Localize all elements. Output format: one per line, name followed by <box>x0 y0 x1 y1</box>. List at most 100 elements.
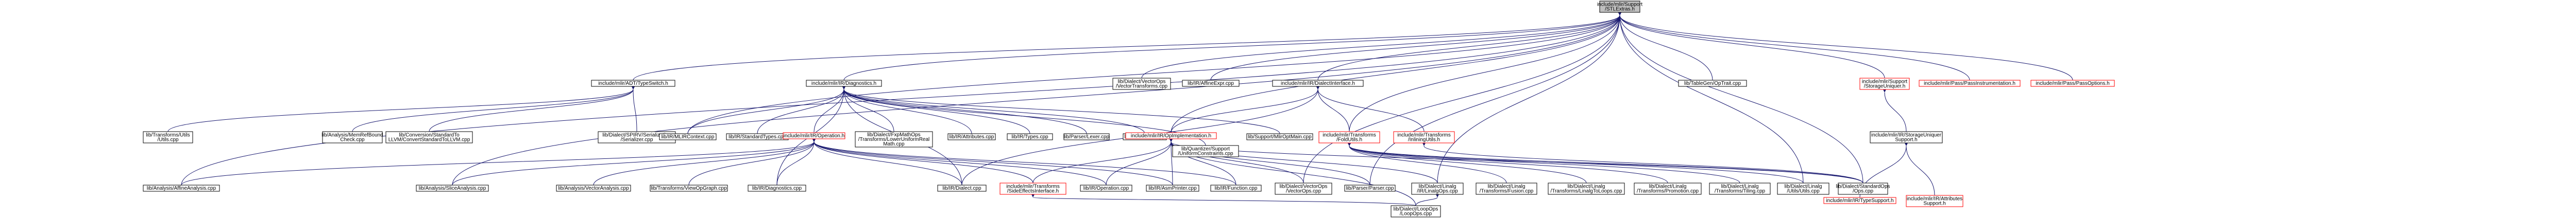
graph-node[interactable]: include/mlir/IR/OpImplementation.h <box>1125 132 1217 139</box>
dependency-edge <box>452 137 817 186</box>
node-label: /UniformConstraints.cpp <box>1178 151 1233 157</box>
graph-node[interactable]: lib/Dialect/LoopOps/LoopOps.cpp <box>1391 205 1441 217</box>
graph-node[interactable]: lib/Dialect/VectorOps/VectorOps.cpp <box>1275 183 1332 195</box>
graph-node[interactable]: lib/Dialect/FxpMathOps/Transforms/LowerU… <box>855 131 933 148</box>
node-label: lib/Analysis/MemRefBound <box>321 133 383 138</box>
node-box <box>1548 183 1625 195</box>
node-box <box>1182 80 1240 87</box>
graph-node[interactable]: lib/IR/Types.cpp <box>1007 133 1053 140</box>
graph-node[interactable]: lib/Dialect/Linalg/Transforms/Promotion.… <box>1634 183 1702 195</box>
graph-node[interactable]: include/mlir/Transforms/SideEffectsInter… <box>999 183 1066 195</box>
graph-node[interactable]: include/mlir/Pass/PassInstrumentation.h <box>1919 80 2021 87</box>
graph-node[interactable]: include/mlir/Transforms/InliningUtils.h <box>1393 131 1455 143</box>
node-label: /Utils/Utils.cpp <box>1787 189 1820 194</box>
node-label: include/mlir/IR/OpImplementation.h <box>1131 133 1211 139</box>
node-label: lib/Analysis/SliceAnalysis.cpp <box>419 186 486 191</box>
node-label: lib/IR/AsmPrinter.cpp <box>1148 186 1197 191</box>
node-label: LLVM/ConvertStandardToLLVM.cpp <box>388 137 470 143</box>
graph-node[interactable]: lib/Dialect/VectorOps/VectorTransforms.c… <box>1112 78 1171 90</box>
dependency-edge <box>1347 141 1668 184</box>
graph-node[interactable]: include/mlir/ADT/TypeSwitch.h <box>591 80 675 87</box>
graph-node[interactable]: lib/IR/AsmPrinter.cpp <box>1146 185 1199 192</box>
dependency-edge <box>841 85 972 134</box>
node-box <box>1125 132 1217 139</box>
node-box <box>783 132 845 139</box>
graph-node[interactable]: include/mlir/IR/DialectInterface.h <box>1272 80 1364 87</box>
node-label: /VectorTransforms.cpp <box>1116 84 1168 89</box>
graph-node[interactable]: lib/Conversion/StandardToLLVM/ConvertSta… <box>385 131 473 143</box>
node-label: lib/Dialect/Linalg <box>1649 184 1687 190</box>
node-box <box>1634 183 1702 195</box>
node-label: lib/Analysis/AffineAnalysis.cpp <box>147 186 216 191</box>
dependency-edge <box>1141 11 1622 79</box>
dependency-edge <box>1617 11 1863 184</box>
graph-node[interactable]: lib/Dialect/Linalg/Transforms/LinalgToLo… <box>1548 183 1625 195</box>
node-box <box>1210 185 1262 192</box>
graph-node[interactable]: include/mlir/Pass/PassOptions.h <box>2030 80 2115 87</box>
graph-node[interactable]: lib/IR/StandardTypes.cpp <box>726 133 789 140</box>
dependency-edge <box>1347 141 1587 184</box>
node-label: lib/Transforms/Utils <box>146 133 190 138</box>
node-label: lib/IR/AffineExpr.cpp <box>1188 81 1234 86</box>
node-label: include/mlir/Support <box>1862 79 1908 85</box>
graph-node[interactable]: lib/IR/Attributes.cpp <box>947 133 996 140</box>
graph-node[interactable]: lib/Dialect/Linalg/Utils/Utils.cpp <box>1777 183 1829 195</box>
graph-node[interactable]: lib/Transforms/Utils/Utils.cpp <box>143 131 193 143</box>
node-box <box>1411 183 1464 195</box>
graph-node[interactable]: lib/TableGen/OpTrait.cpp <box>1678 80 1747 87</box>
node-box <box>416 185 489 192</box>
graph-node[interactable]: lib/Dialect/StandardOps/Ops.cpp <box>1836 183 1890 195</box>
dependency-edge <box>687 85 846 134</box>
graph-node[interactable]: lib/IR/AffineExpr.cpp <box>1182 80 1240 87</box>
node-box <box>143 131 193 143</box>
dependency-edge <box>1349 11 1622 132</box>
graph-node[interactable]: lib/Analysis/AffineAnalysis.cpp <box>143 185 220 192</box>
node-label: /StorageUniquer.h <box>1864 84 1906 89</box>
node-box <box>855 131 933 148</box>
graph-node[interactable]: lib/IR/Operation.cpp <box>1080 185 1132 192</box>
graph-node[interactable]: include/mlir/Support/StorageUniquer.h <box>1859 78 1910 90</box>
dependency-edge <box>1317 11 1622 81</box>
graph-node[interactable]: lib/Parser/Parser.cpp <box>1344 185 1396 192</box>
graph-node[interactable]: lib/Support/MlirOptMain.cpp <box>1246 133 1313 140</box>
graph-node[interactable]: lib/Dialect/Linalg/Transforms/Fusion.cpp <box>1476 183 1537 195</box>
graph-node[interactable]: lib/Dialect/Linalg/Transforms/Tiling.cpp <box>1709 183 1771 195</box>
graph-node[interactable]: include/mlir/Transforms/FoldUtils.h <box>1318 131 1380 143</box>
dependency-edge <box>1171 11 1622 133</box>
graph-node[interactable]: include/mlir/Support/STLExtras.h <box>1597 1 1643 13</box>
graph-node[interactable]: lib/IR/Dialect.cpp <box>937 185 987 192</box>
node-label: lib/Dialect/StandardOps <box>1836 184 1890 190</box>
graph-node[interactable]: include/mlir/IR/Diagnostics.h <box>806 80 882 87</box>
graph-node[interactable]: lib/Parser/Lexer.cpp <box>1063 133 1110 140</box>
dependency-edge <box>429 85 636 132</box>
node-box <box>1172 145 1239 157</box>
node-label: lib/Parser/Parser.cpp <box>1346 186 1394 191</box>
graph-node[interactable]: lib/Quantizer/Support/UniformConstraints… <box>1172 145 1239 157</box>
node-box <box>1007 133 1053 140</box>
graph-node[interactable]: lib/Dialect/Linalg/IR/LinalgOps.cpp <box>1411 183 1464 195</box>
dependency-edge <box>631 85 637 132</box>
node-label: include/mlir/Pass/PassOptions.h <box>2036 81 2109 86</box>
graph-node[interactable]: lib/IR/Function.cpp <box>1210 185 1262 192</box>
graph-node[interactable]: include/mlir/IR/TypeSupport.h <box>1823 197 1896 204</box>
graph-node[interactable]: lib/IR/Diagnostics.cpp <box>748 185 806 192</box>
graph-node[interactable]: lib/Analysis/SliceAnalysis.cpp <box>416 185 489 192</box>
graph-node[interactable]: lib/Transforms/ViewOpGraph.cpp <box>650 185 728 192</box>
graph-node[interactable]: lib/Analysis/VectorAnalysis.cpp <box>556 185 631 192</box>
dependency-edge <box>1168 137 1863 184</box>
node-box <box>556 185 631 192</box>
node-label: include/mlir/Transforms <box>1397 133 1451 138</box>
dependency-edge <box>687 11 1622 134</box>
node-box <box>650 185 728 192</box>
graph-node[interactable]: include/mlir/IR/Operation.h <box>783 132 845 139</box>
node-label: lib/IR/Operation.cpp <box>1083 186 1129 191</box>
graph-node[interactable]: lib/IR/MLIRContext.cpp <box>659 133 717 140</box>
dependency-edge <box>1617 11 1885 79</box>
node-label: include/mlir/IR/Diagnostics.h <box>811 81 876 86</box>
node-box <box>1838 183 1888 195</box>
node-box <box>322 131 383 143</box>
node-box <box>1476 183 1537 195</box>
